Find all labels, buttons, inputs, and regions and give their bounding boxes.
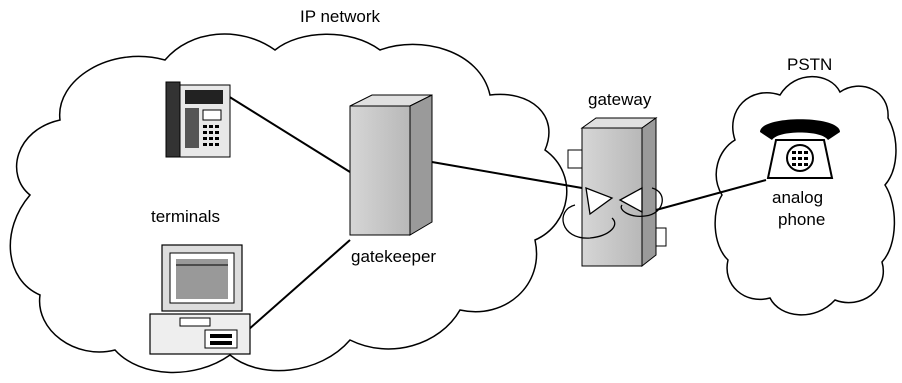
analog-phone-label-line1: analog — [772, 188, 823, 207]
link-phone-gatekeeper — [227, 95, 351, 173]
gatekeeper-label: gatekeeper — [351, 247, 436, 266]
terminals-label: terminals — [151, 207, 220, 226]
server-box-icon — [349, 94, 433, 236]
link-gateway-analog-phone — [655, 179, 767, 211]
link-gatekeeper-gateway — [431, 161, 583, 189]
ip-network-cloud — [9, 33, 568, 374]
ip-network-label: IP network — [300, 7, 381, 26]
gateway-box-icon — [562, 117, 667, 268]
link-computer-gatekeeper — [247, 239, 351, 331]
rotary-telephone-icon — [760, 119, 840, 179]
analog-phone-label-line2: phone — [778, 210, 825, 229]
pstn-label: PSTN — [787, 55, 832, 74]
connection-lines — [227, 95, 767, 331]
desktop-computer-icon — [149, 244, 251, 355]
gateway-label: gateway — [588, 90, 652, 109]
office-telephone-icon — [165, 81, 231, 158]
pstn-cloud — [714, 75, 897, 316]
